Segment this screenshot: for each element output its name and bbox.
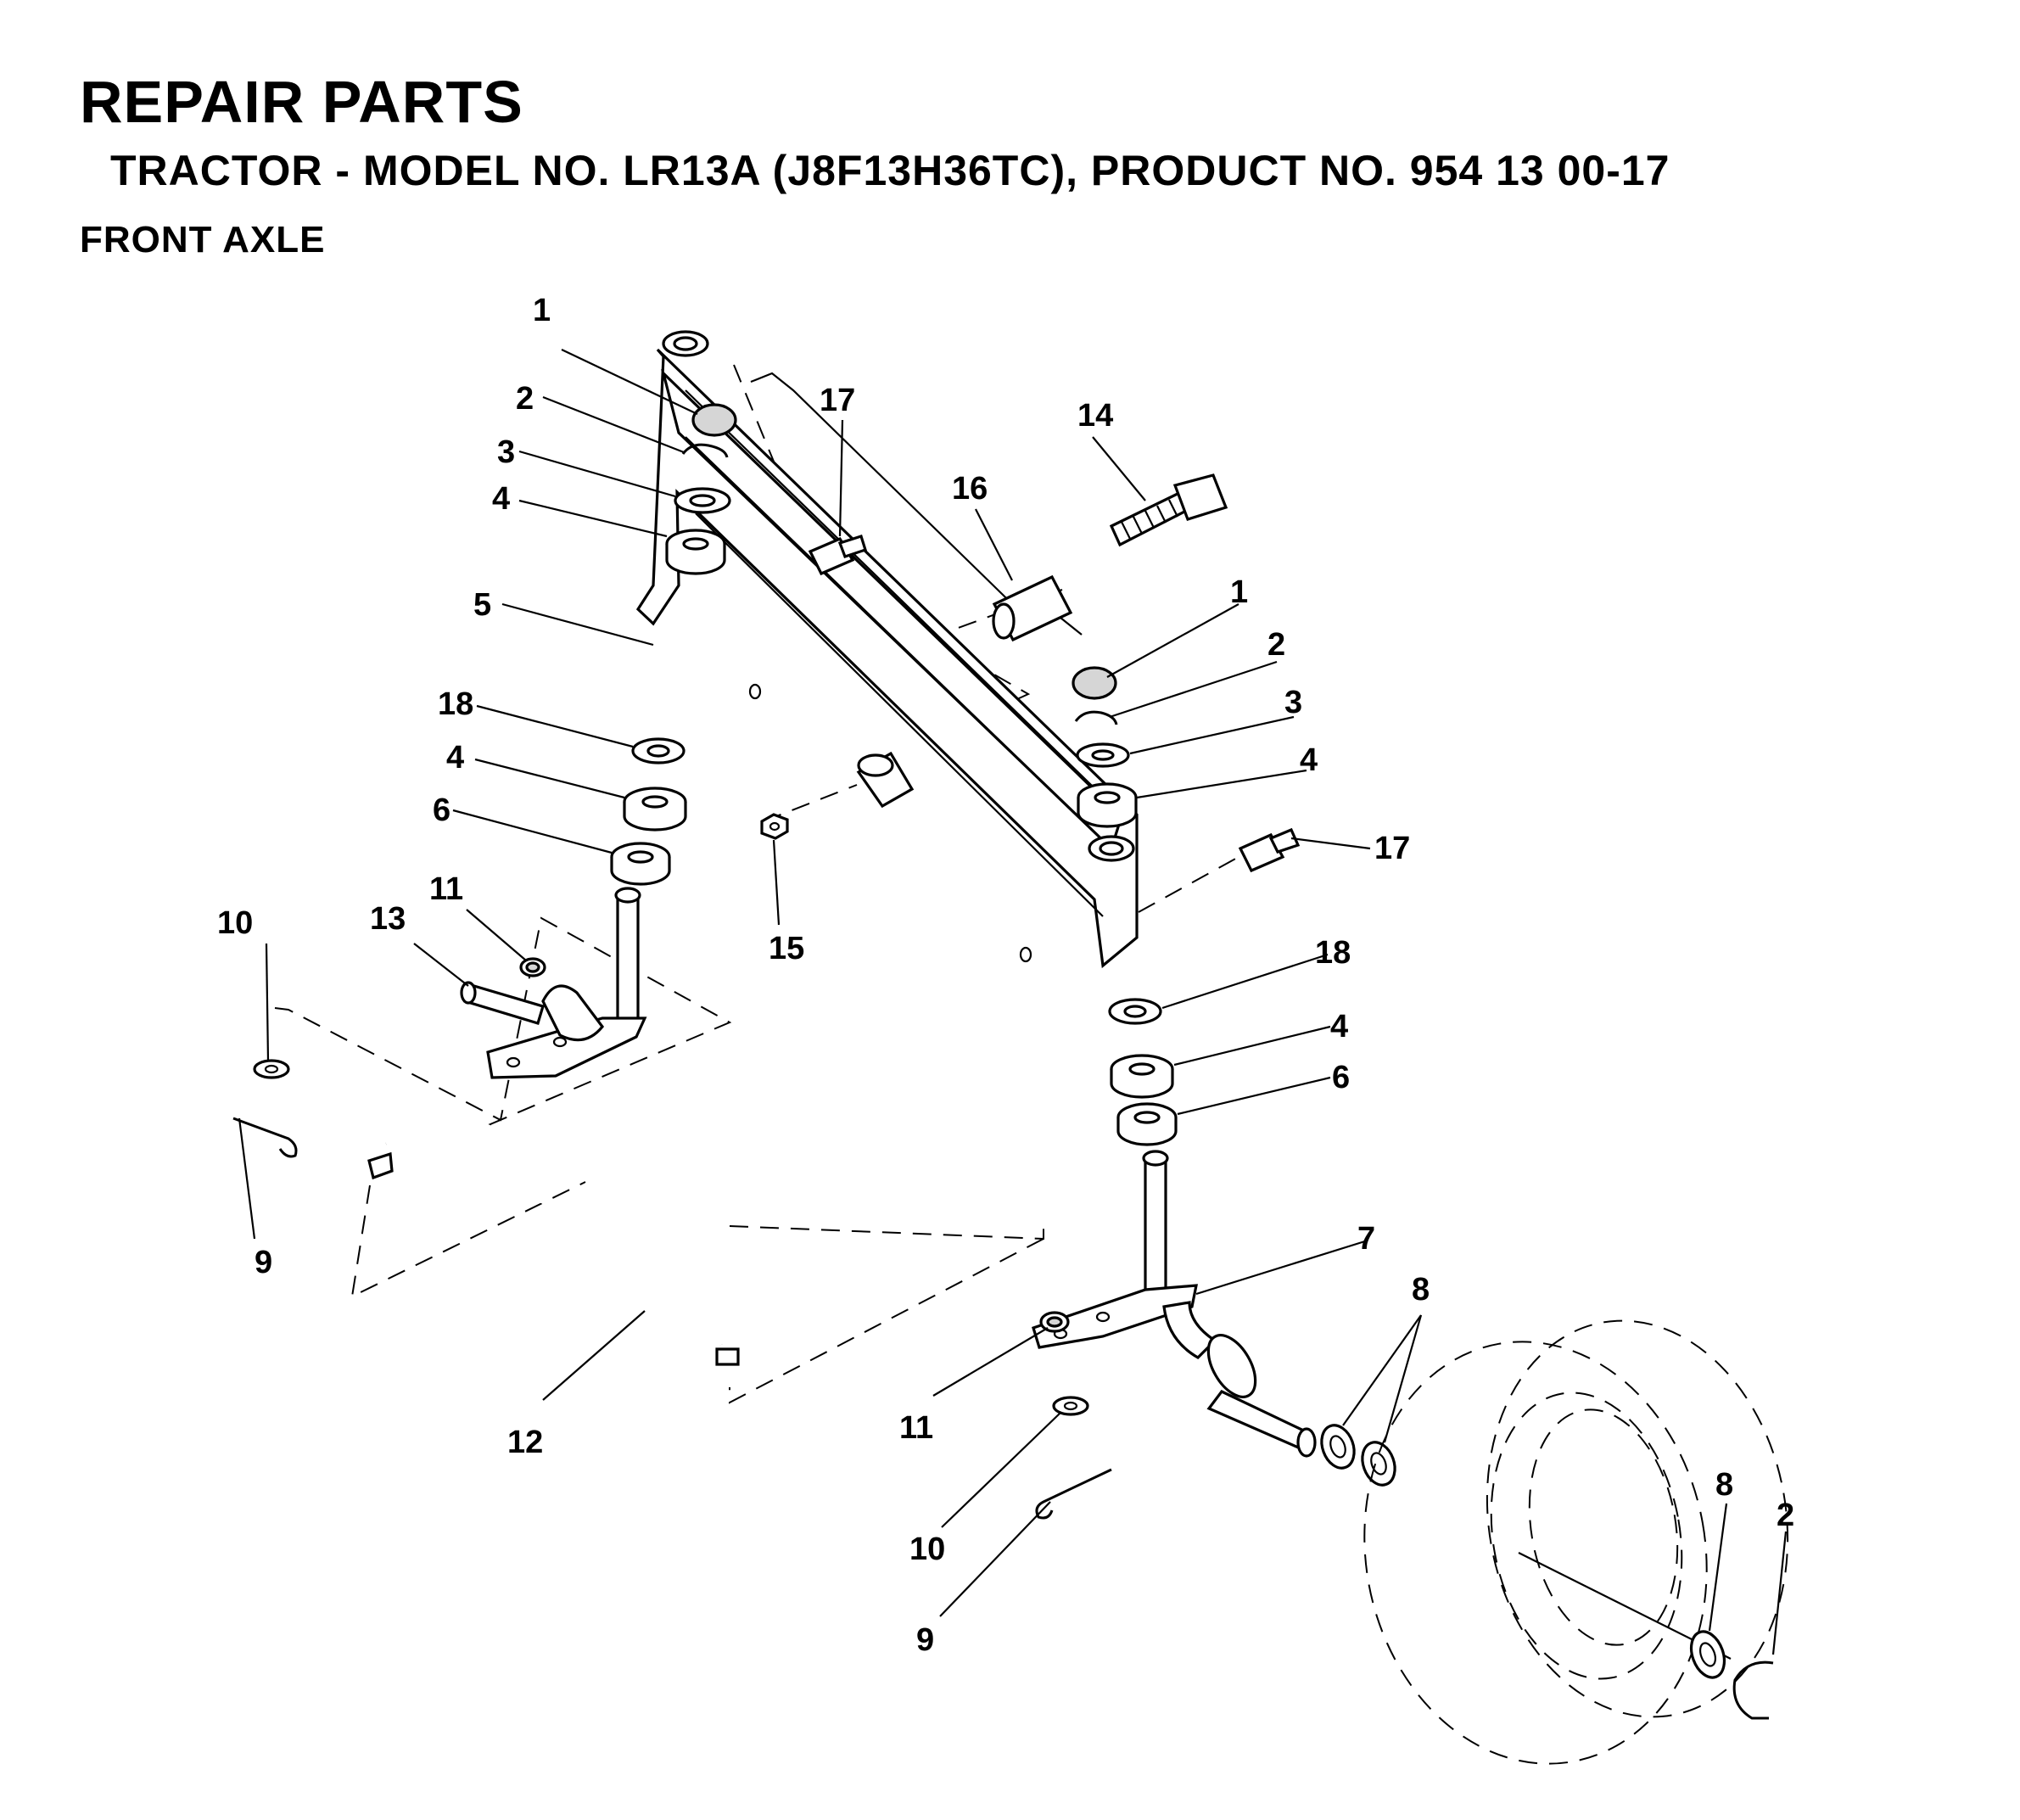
callout-10-left: 10	[217, 905, 253, 941]
left-pins-and-washers	[232, 957, 1112, 1520]
callout-4-right-top: 4	[1300, 742, 1318, 778]
leader-lines	[238, 349, 1788, 1655]
callout-8-top: 8	[1412, 1272, 1430, 1308]
callout-4-left-mid: 4	[446, 740, 464, 776]
section-title: FRONT AXLE	[80, 219, 326, 260]
callout-2-right: 2	[1267, 627, 1285, 663]
callout-9-right: 9	[916, 1622, 934, 1658]
callout-15: 15	[769, 931, 804, 966]
page-title: REPAIR PARTS	[80, 69, 523, 135]
drag-link	[367, 1134, 740, 1366]
left-top-hardware	[665, 403, 737, 575]
callout-13: 13	[370, 901, 406, 937]
callout-16: 16	[952, 471, 988, 507]
fasteners	[760, 473, 1301, 873]
callout-1-right: 1	[1230, 574, 1248, 610]
callout-6-right: 6	[1332, 1060, 1350, 1095]
front-axle-beam	[635, 330, 1139, 969]
callout-3-left: 3	[497, 434, 515, 470]
callout-7: 7	[1357, 1221, 1375, 1257]
callout-4-left-top: 4	[492, 481, 510, 517]
callout-5: 5	[473, 587, 491, 623]
callout-11-left: 11	[429, 871, 463, 907]
right-top-hardware	[1072, 666, 1138, 828]
callout-2-left: 2	[516, 381, 534, 417]
callout-11-right: 11	[899, 1410, 933, 1446]
callout-2-bottom: 2	[1777, 1498, 1794, 1533]
callout-17-top: 17	[820, 383, 855, 418]
callout-18-right: 18	[1315, 935, 1351, 971]
left-spindle-assembly	[460, 737, 687, 1079]
model-subtitle: TRACTOR - MODEL NO. LR13A (J8F13H36TC), …	[110, 147, 1670, 194]
callout-1-left: 1	[533, 293, 551, 328]
callout-18-left: 18	[438, 686, 473, 722]
callout-9-left: 9	[255, 1245, 272, 1280]
callout-3-right: 3	[1284, 685, 1302, 720]
callout-8-bottom: 8	[1715, 1467, 1733, 1503]
callout-labels: 1 2 3 4 5 18 4 6 10 13 11 9 17 16 14 15 …	[217, 293, 1794, 1658]
callout-14: 14	[1077, 398, 1113, 434]
callout-12: 12	[507, 1425, 543, 1460]
callout-10-right: 10	[909, 1532, 945, 1567]
callout-4-right-mid: 4	[1330, 1009, 1348, 1044]
wheel-assembly	[1320, 1319, 1789, 1765]
callout-6-left: 6	[433, 792, 450, 828]
callout-17-right: 17	[1374, 831, 1410, 866]
right-spindle-assembly	[1032, 998, 1317, 1458]
